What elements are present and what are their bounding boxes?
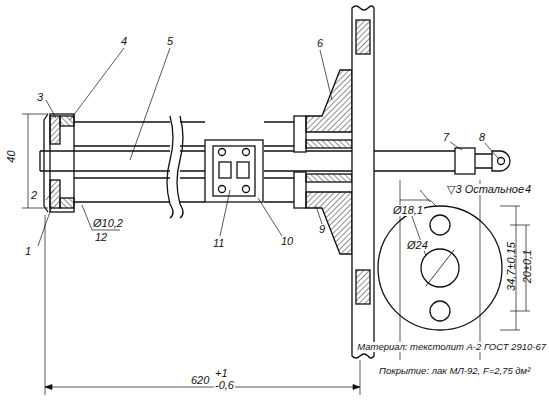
- dimension-label: Ø24: [406, 240, 429, 251]
- drawing-note: Материал: текстолит А-2 ГОСТ 2910-67: [356, 342, 547, 352]
- part-outlines: [40, 6, 510, 358]
- callout-number: 10: [280, 236, 294, 247]
- dimension-label: 34,7±0,15: [506, 241, 517, 292]
- dimension-label: 620: [190, 375, 210, 386]
- callout-number: 12: [94, 232, 108, 243]
- drawing-note: Покрытие: лак МЛ-92, F=2,75 дм²: [378, 366, 531, 376]
- callout-number: 6: [316, 38, 324, 49]
- callout-number: 8: [478, 132, 486, 143]
- callout-number: 11: [212, 238, 225, 249]
- callout-number: 3: [36, 92, 44, 103]
- callout-number: 5: [166, 36, 174, 47]
- dimension-label: -0,6: [214, 380, 235, 391]
- dimension-label: 4: [524, 184, 532, 195]
- dimension-label: 40: [6, 149, 17, 163]
- callout-number: 4: [120, 36, 128, 47]
- callout-number: 9: [318, 224, 326, 235]
- callout-number: 2: [30, 190, 38, 201]
- callout-number: 1: [24, 246, 32, 257]
- dimension-label: 20±0,1: [522, 248, 533, 284]
- dimension-label: Ø18,1: [392, 205, 424, 216]
- dimension-label: ▽3 Остальное: [446, 184, 525, 195]
- dimension-label: +1: [214, 368, 229, 379]
- callout-number: 7: [442, 132, 450, 143]
- dimension-label: Ø10,2: [92, 218, 124, 229]
